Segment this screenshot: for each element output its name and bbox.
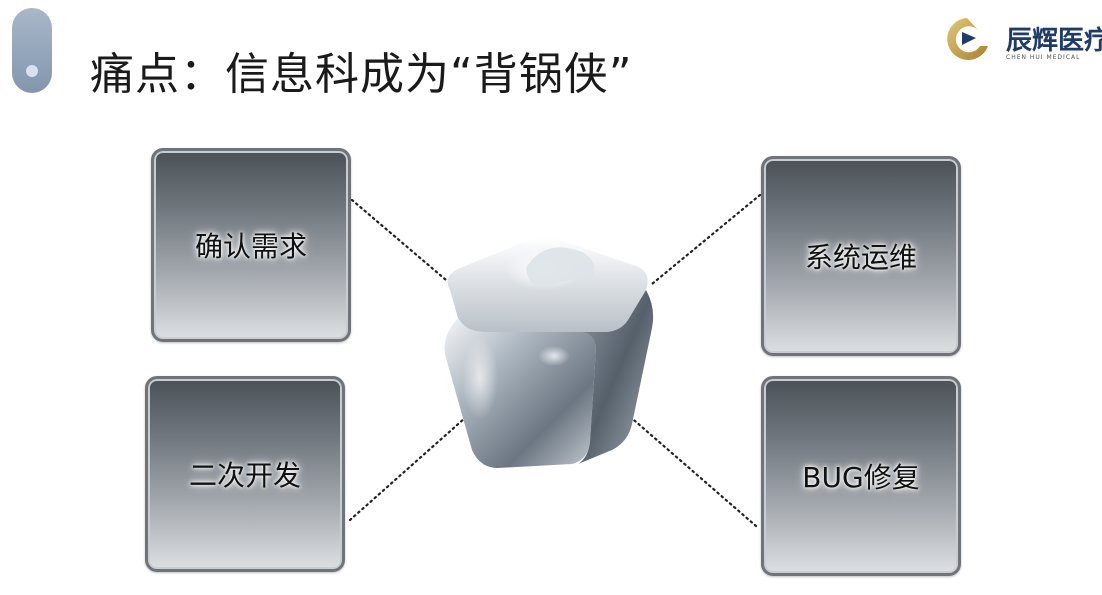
- connector-top-left: [350, 198, 448, 282]
- node-bug-fix: BUG修复: [761, 376, 961, 576]
- node-secondary-development: 二次开发: [145, 376, 345, 572]
- logo-name: 辰辉医疗: [1006, 26, 1102, 56]
- connector-bottom-right: [618, 406, 758, 528]
- connector-top-right: [650, 193, 762, 286]
- logo-subtitle: CHEN HUI MEDICAL: [1006, 54, 1081, 61]
- node-system-maintenance: 系统运维: [761, 156, 961, 356]
- company-logo: 辰辉医疗 CHEN HUI MEDICAL: [942, 14, 1102, 66]
- node-label: 系统运维: [804, 241, 917, 274]
- connector-bottom-left: [348, 408, 476, 522]
- node-confirm-requirements: 确认需求: [151, 148, 351, 342]
- node-label: 确认需求: [194, 230, 307, 263]
- header-accent-dot: [26, 65, 38, 77]
- node-label: BUG修复: [802, 461, 920, 494]
- page-title: 痛点：信息科成为“背锅侠”: [90, 49, 633, 100]
- logo-mark-icon: [947, 18, 988, 60]
- metallic-cube-icon: [444, 237, 654, 468]
- node-label: 二次开发: [188, 459, 301, 492]
- header-accent-bar: [12, 8, 52, 93]
